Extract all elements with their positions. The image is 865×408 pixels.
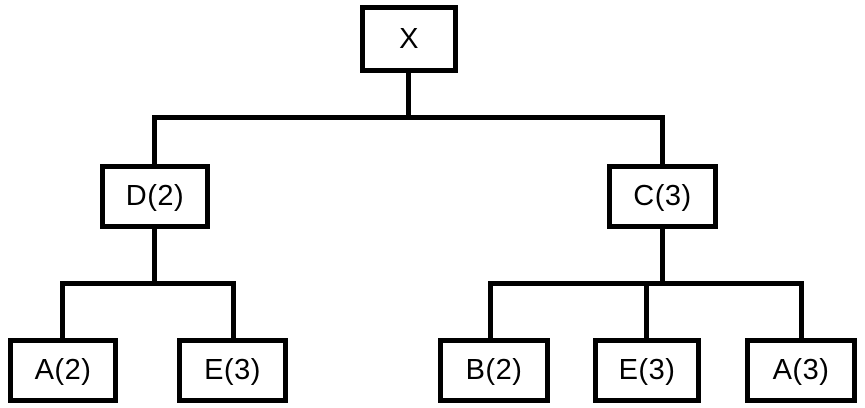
node-label: A(3)	[772, 354, 830, 386]
node-label: B(2)	[465, 354, 523, 386]
connector-drop-to-d	[152, 115, 157, 164]
tree-node-x: X	[360, 5, 458, 73]
tree-node-a3: A(3)	[745, 338, 857, 403]
tree-node-d2: D(2)	[100, 164, 210, 229]
tree-node-e3-left: E(3)	[177, 338, 288, 403]
node-label: A(2)	[34, 354, 92, 386]
tree-node-c3: C(3)	[607, 164, 718, 229]
connector-drop-to-b2	[488, 281, 493, 338]
connector-c-stub	[660, 228, 665, 286]
connector-d-stub	[152, 228, 157, 286]
connector-drop-to-c	[660, 115, 665, 164]
connector-drop-to-a2	[60, 281, 65, 338]
connector-drop-to-e3-left	[231, 281, 236, 338]
connector-drop-to-a3	[799, 281, 804, 338]
tree-node-e3-right: E(3)	[593, 338, 701, 403]
node-label: X	[399, 22, 419, 55]
tree-node-b2: B(2)	[438, 338, 550, 403]
connector-root-stub	[406, 72, 411, 120]
connector-drop-to-e3-right	[644, 281, 649, 338]
connector-d-children-horizontal	[60, 281, 236, 286]
tree-node-a2: A(2)	[8, 338, 118, 403]
node-label: C(3)	[633, 180, 692, 212]
node-label: E(3)	[618, 354, 676, 386]
node-label: D(2)	[125, 180, 185, 212]
connector-level1-horizontal	[152, 115, 665, 120]
node-label: E(3)	[204, 354, 261, 386]
